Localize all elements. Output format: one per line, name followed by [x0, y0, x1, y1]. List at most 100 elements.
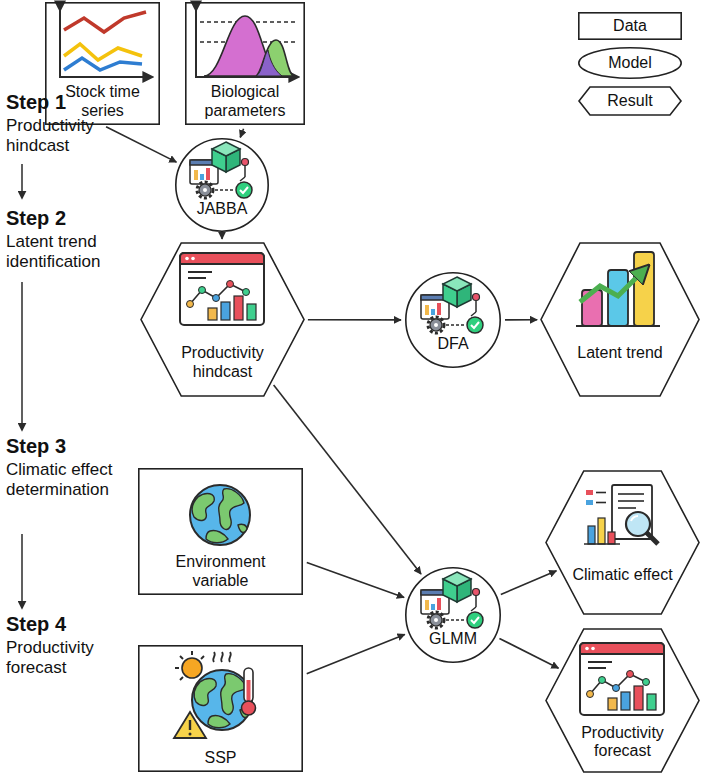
legend-item: Model [578, 47, 682, 79]
node-text: SSP [138, 749, 303, 767]
climate-icon-part-part [201, 656, 204, 659]
node-text: Environment variable [138, 553, 303, 590]
node-label: GLMM [413, 630, 493, 648]
legend-text: Data [578, 12, 682, 40]
step-arrows [21, 164, 23, 608]
report-icon [584, 485, 658, 544]
model-circle: JABBA [175, 138, 269, 232]
flow-arrow [307, 562, 404, 597]
node-text: GLMM [405, 630, 501, 648]
flow-arrow [308, 319, 401, 321]
node-text: Biological parameters [185, 83, 305, 120]
result-hexagon: Productivity hindcast [140, 242, 305, 397]
node-text: JABBA [175, 200, 269, 218]
node-text: Productivity forecast [545, 724, 700, 761]
distribution-chart-part [256, 50, 282, 76]
step-description: Latent trend identification [6, 232, 126, 273]
model-icon [421, 277, 483, 333]
legend-item: Data [578, 12, 682, 40]
node-label: Stock time series [53, 83, 152, 120]
node-label: DFA [413, 335, 493, 353]
result-hexagon-outline [540, 242, 700, 397]
model-icon [190, 142, 252, 198]
step-arrows-part [21, 282, 23, 430]
result-hexagon: Latent trend [540, 242, 700, 397]
dashboard-icon [180, 253, 264, 325]
flow-arrow [221, 236, 223, 239]
dashboard-icon [580, 643, 664, 715]
result-hexagon: Climatic effect [545, 470, 700, 615]
node-text: DFA [405, 335, 501, 353]
result-hexagon-outline-border [546, 629, 699, 772]
data-box: Environment variable [138, 468, 303, 595]
climate-icon-part [174, 712, 206, 738]
legend-text: Result [578, 86, 682, 116]
node-label: Climatic effect [567, 566, 678, 584]
stock-chart-part [64, 58, 142, 70]
model-icon [421, 572, 483, 628]
climate-icon-part [182, 658, 202, 678]
flow-arrow [499, 638, 558, 668]
node-label: JABBA [183, 200, 261, 218]
legend-text: Model [578, 47, 682, 79]
step-number: Step 2 [6, 206, 136, 230]
result-hexagon: Productivity forecast [545, 628, 700, 773]
result-hexagon-outline-border [546, 471, 699, 614]
legend-shape-border [579, 48, 681, 78]
legend-shape-border [579, 87, 681, 115]
data-box: Biological parameters [185, 2, 305, 125]
node-label: Environment variable [146, 553, 295, 590]
climate-icon-part-part [191, 651, 193, 655]
step-description: Climatic effect determination [6, 460, 114, 501]
step-arrows-part [21, 534, 23, 608]
node-text: Climatic effect [545, 566, 700, 584]
stock-chart-part [64, 44, 142, 60]
node-label: SSP [146, 749, 295, 767]
node-label: Biological parameters [193, 83, 297, 120]
data-box-outline-border [186, 3, 304, 124]
model-circle: GLMM [405, 567, 501, 663]
climate-icon-part [189, 733, 192, 736]
node-text: Latent trend [540, 344, 700, 362]
climate-icon-part [242, 701, 256, 715]
distribution-chart-part [196, 10, 298, 77]
climate-icon-part-part [180, 656, 183, 659]
node-label: Productivity forecast [567, 724, 678, 761]
model-circle-outline-border [176, 139, 268, 231]
model-circle-outline-border [406, 568, 500, 662]
climate-icon-part [213, 652, 231, 662]
climate-icon-part [192, 670, 252, 730]
globe-icon [190, 485, 250, 545]
stock-chart-part [64, 12, 146, 32]
data-box-outline-border [139, 646, 302, 771]
flow-arrow [501, 571, 557, 595]
climate-icon-part [189, 720, 191, 730]
node-label: Latent trend [562, 344, 678, 362]
node-label: Productivity hindcast [162, 344, 283, 381]
step-description: Productivity hindcast [6, 116, 121, 157]
flow-arrow [240, 129, 243, 138]
result-hexagon-outline-border [141, 243, 304, 396]
climate-icon-part-part [175, 667, 179, 669]
step-description: Productivity forecast [6, 638, 121, 679]
model-circle-outline [405, 567, 501, 663]
legend-shape-border [579, 13, 681, 39]
climate-icon [174, 651, 256, 738]
model-circle-outline [405, 272, 501, 368]
flow-arrow [505, 319, 537, 321]
climate-icon-part [175, 651, 204, 680]
result-hexagon-outline [545, 470, 700, 615]
step-number: Step 1 [6, 90, 136, 114]
flow-arrow [274, 385, 421, 574]
climate-icon-part [244, 668, 253, 702]
flow-arrow [106, 127, 176, 162]
trend-icon [576, 252, 660, 326]
model-circle-outline [175, 138, 269, 232]
distribution-chart [196, 10, 298, 77]
model-circle: DFA [405, 272, 501, 368]
flow-arrow [307, 634, 405, 673]
stock-chart-part [60, 10, 152, 77]
step-number: Step 3 [6, 434, 136, 458]
model-circle-outline-border [406, 273, 500, 367]
